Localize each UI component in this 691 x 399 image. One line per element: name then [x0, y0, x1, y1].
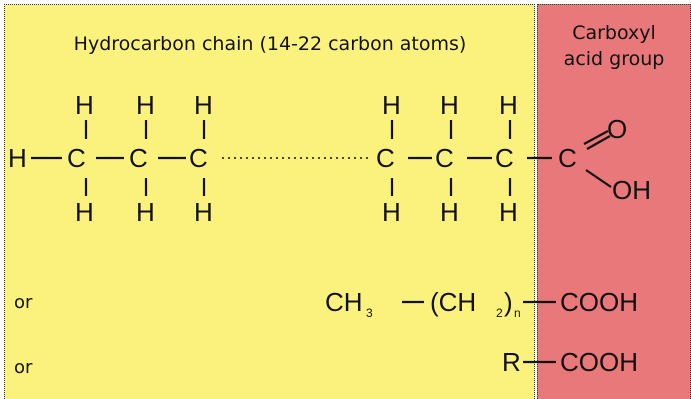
carboxyl-header-line2: acid group [563, 48, 665, 70]
formula2-ch3: CH [325, 287, 363, 317]
atom-c: C [129, 143, 148, 173]
atom-h: H [194, 90, 213, 120]
or-label-2: or [14, 357, 33, 378]
atom-h: H [440, 197, 459, 227]
formula3-r: R [502, 347, 521, 377]
atom-c: C [67, 143, 86, 173]
atom-h: H [8, 143, 27, 173]
carboxyl-group-region [537, 4, 691, 399]
atom-oh: OH [612, 175, 651, 205]
carboxyl-header-line1: Carboxyl [572, 22, 656, 44]
formula3-cooh: COOH [560, 347, 638, 377]
atom-c: C [435, 143, 454, 173]
atom-h: H [75, 90, 94, 120]
hydrocarbon-chain-header: Hydrocarbon chain (14-22 carbon atoms) [73, 33, 467, 55]
atom-o: O [607, 114, 627, 144]
atom-c: C [376, 143, 395, 173]
formula2-sub-n: n [514, 306, 521, 320]
formula2-sub-2: 2 [496, 306, 503, 320]
bond-c-o-double-b [586, 135, 611, 150]
atom-h: H [194, 197, 213, 227]
atom-h: H [440, 90, 459, 120]
atom-h: H [136, 197, 155, 227]
atom-h: H [499, 90, 518, 120]
atom-h: H [382, 197, 401, 227]
atom-c: C [495, 143, 514, 173]
atom-c: C [189, 143, 208, 173]
atom-h: H [499, 197, 518, 227]
hydrocarbon-chain-region [4, 4, 535, 399]
atom-c: C [558, 143, 577, 173]
bond-c-oh [585, 169, 612, 188]
formula2-cooh: COOH [560, 287, 638, 317]
bond-c-o-double-a [583, 130, 609, 145]
or-label-1: or [14, 292, 33, 313]
formula2-ch2-open: (CH [430, 287, 476, 317]
atom-h: H [382, 90, 401, 120]
atom-h: H [75, 197, 94, 227]
atom-h: H [136, 90, 155, 120]
formula2-close-paren: ) [504, 287, 513, 317]
formula2-sub-3: 3 [366, 306, 373, 320]
